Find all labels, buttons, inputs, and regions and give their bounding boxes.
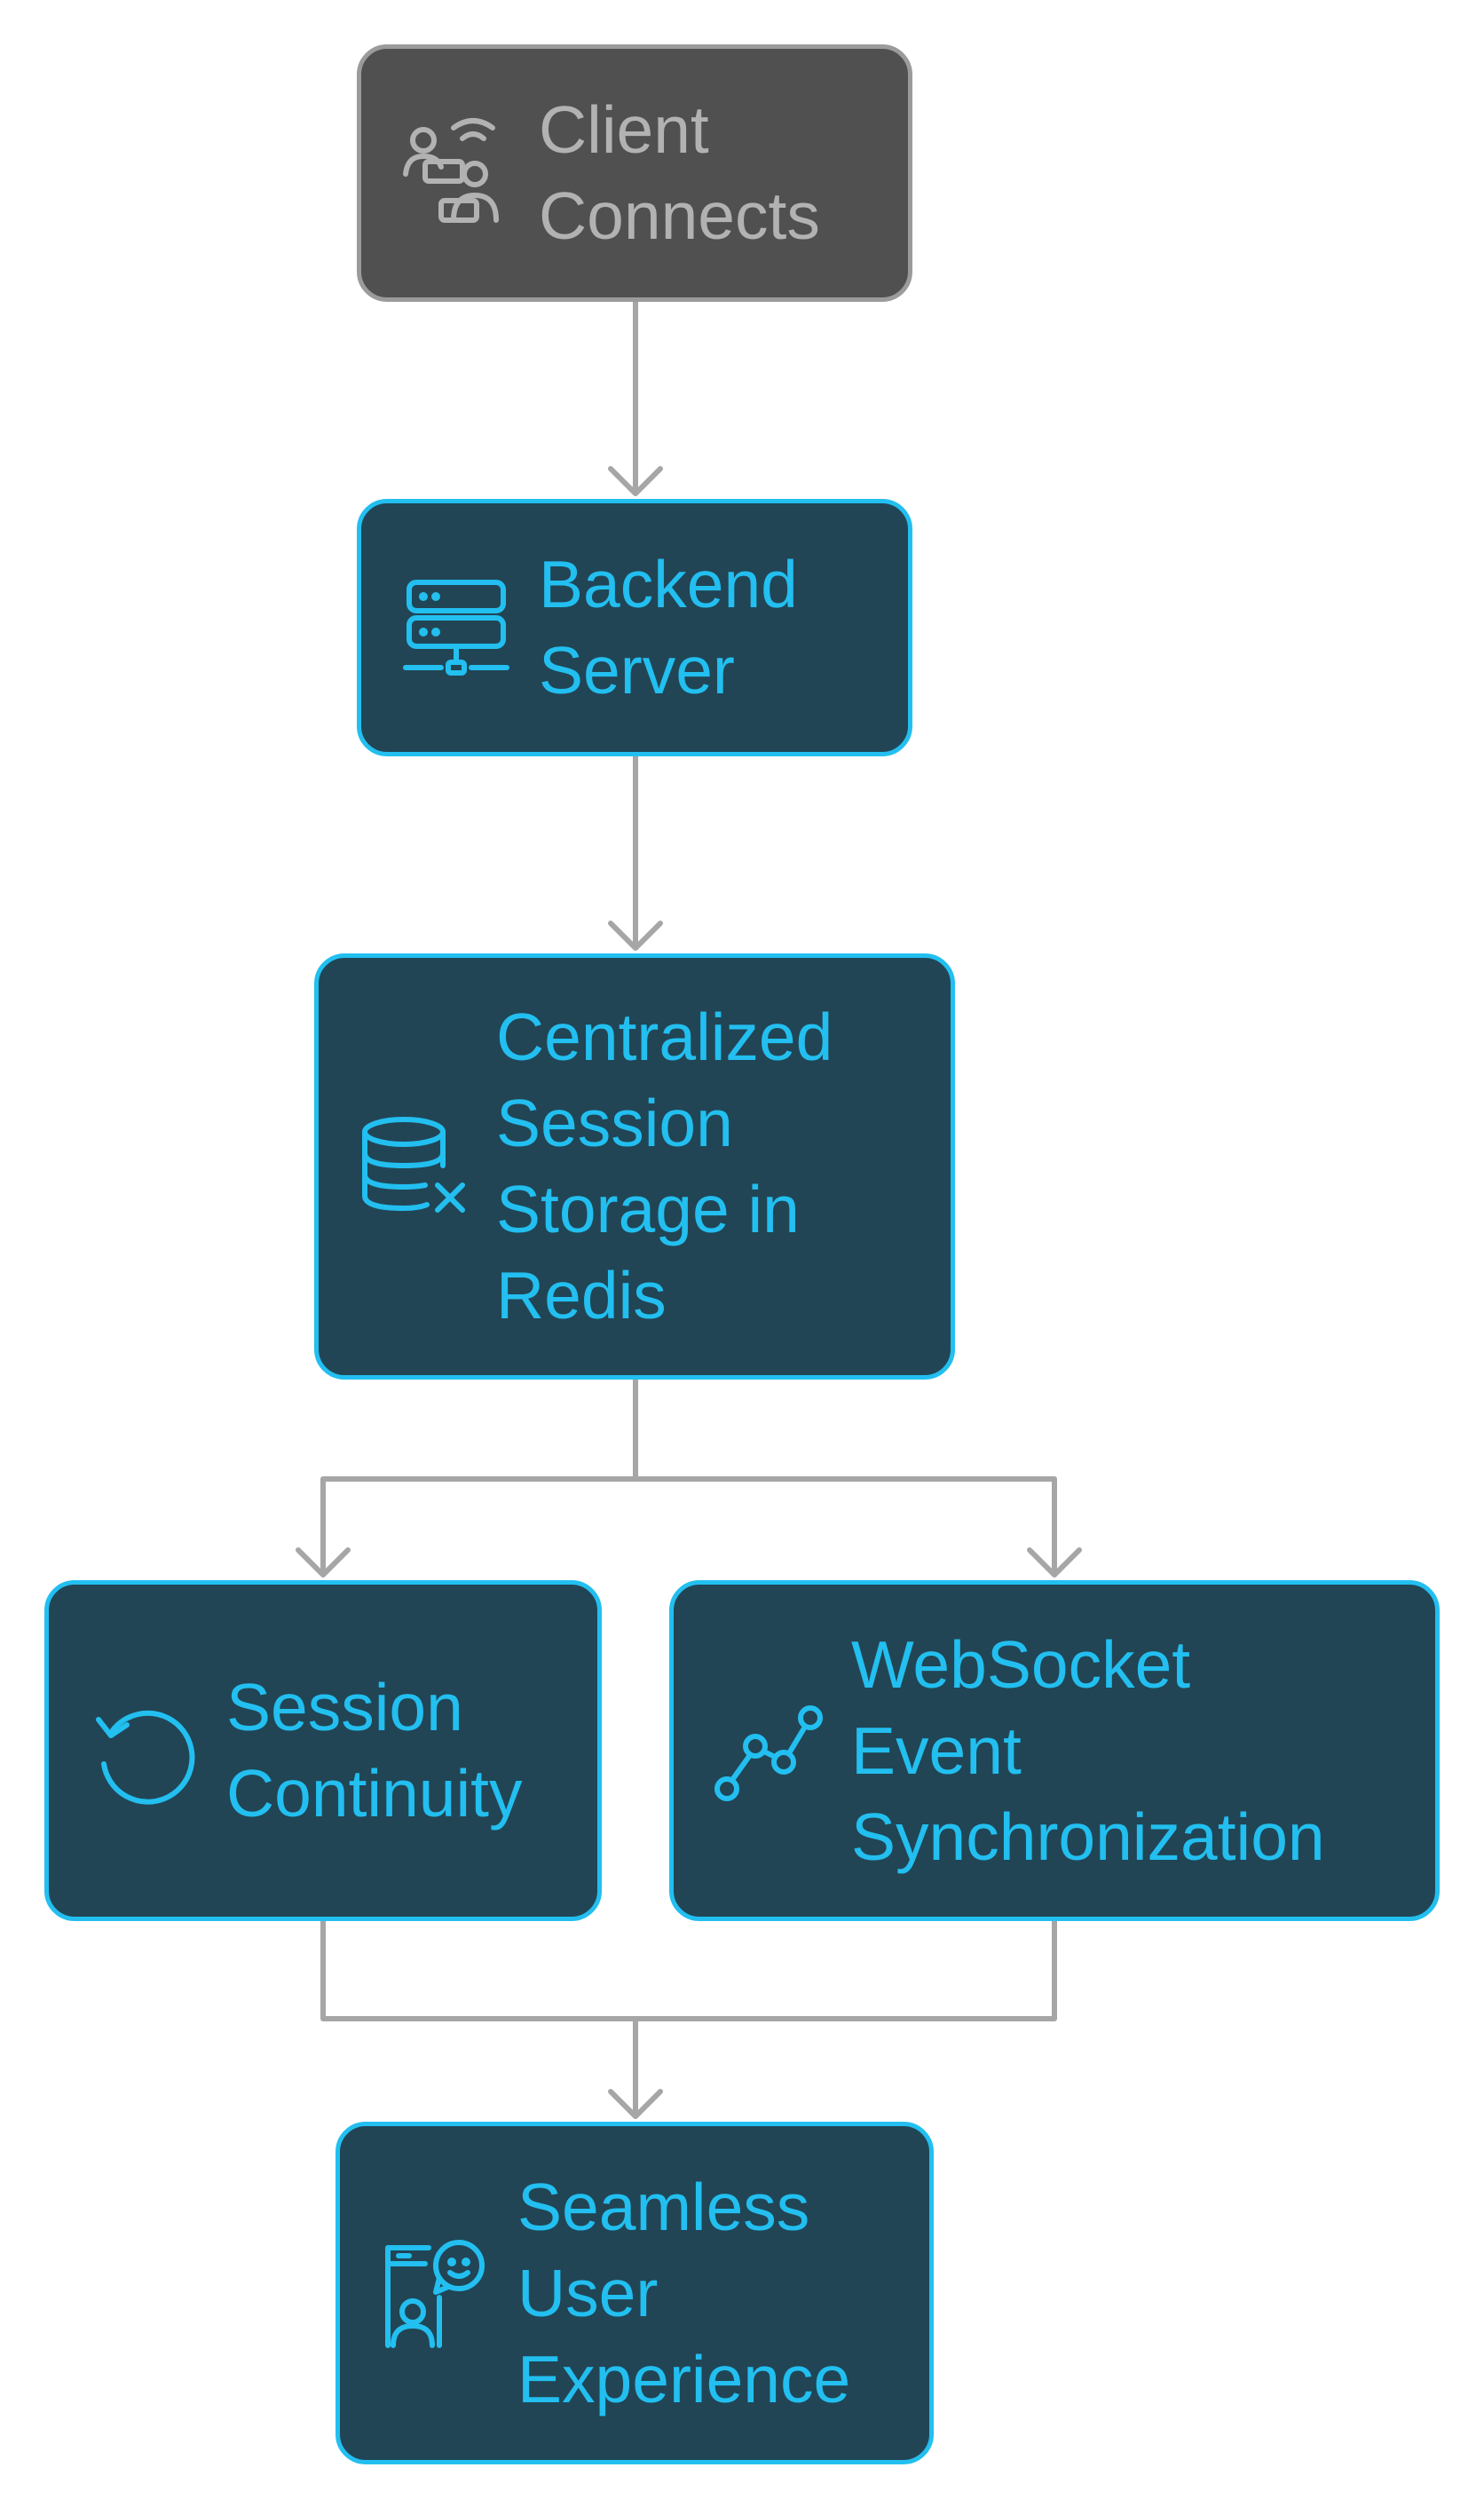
client-connects-label: Client Connects bbox=[539, 92, 820, 253]
session-continuity-label: Session Continuity bbox=[226, 1670, 523, 1831]
backend-server-label: Backend Server bbox=[539, 547, 798, 708]
server-icon bbox=[403, 580, 509, 676]
session-continuity-node[interactable]: Session Continuity bbox=[44, 1580, 602, 1921]
websocket-sync-node[interactable]: WebSocket Event Synchronization bbox=[669, 1580, 1440, 1921]
websocket-sync-label: WebSocket Event Synchronization bbox=[851, 1626, 1325, 1874]
edge-backend-to-storage bbox=[608, 752, 663, 951]
database-x-icon bbox=[362, 1117, 465, 1213]
edge-storage-to-continuity bbox=[296, 1375, 638, 1578]
user-feedback-smile-icon bbox=[385, 2240, 485, 2348]
seamless-experience-node[interactable]: Seamless User Experience bbox=[335, 2122, 934, 2464]
edge-continuity-to-experience bbox=[320, 1917, 663, 2119]
client-wifi-users-icon bbox=[403, 118, 499, 223]
client-connects-node[interactable]: Client Connects bbox=[357, 44, 912, 302]
line-graph-icon bbox=[714, 1705, 823, 1801]
edge-sync-to-experience bbox=[633, 1917, 1057, 2021]
session-storage-node[interactable]: Centralized Session Storage in Redis bbox=[314, 953, 955, 1380]
session-storage-label: Centralized Session Storage in Redis bbox=[496, 1000, 833, 1333]
edge-storage-to-sync bbox=[633, 1476, 1082, 1578]
refresh-cycle-icon bbox=[96, 1710, 195, 1805]
backend-server-node[interactable]: Backend Server bbox=[357, 499, 912, 756]
edge-client-to-backend bbox=[608, 297, 663, 496]
seamless-experience-label: Seamless User Experience bbox=[517, 2169, 851, 2416]
